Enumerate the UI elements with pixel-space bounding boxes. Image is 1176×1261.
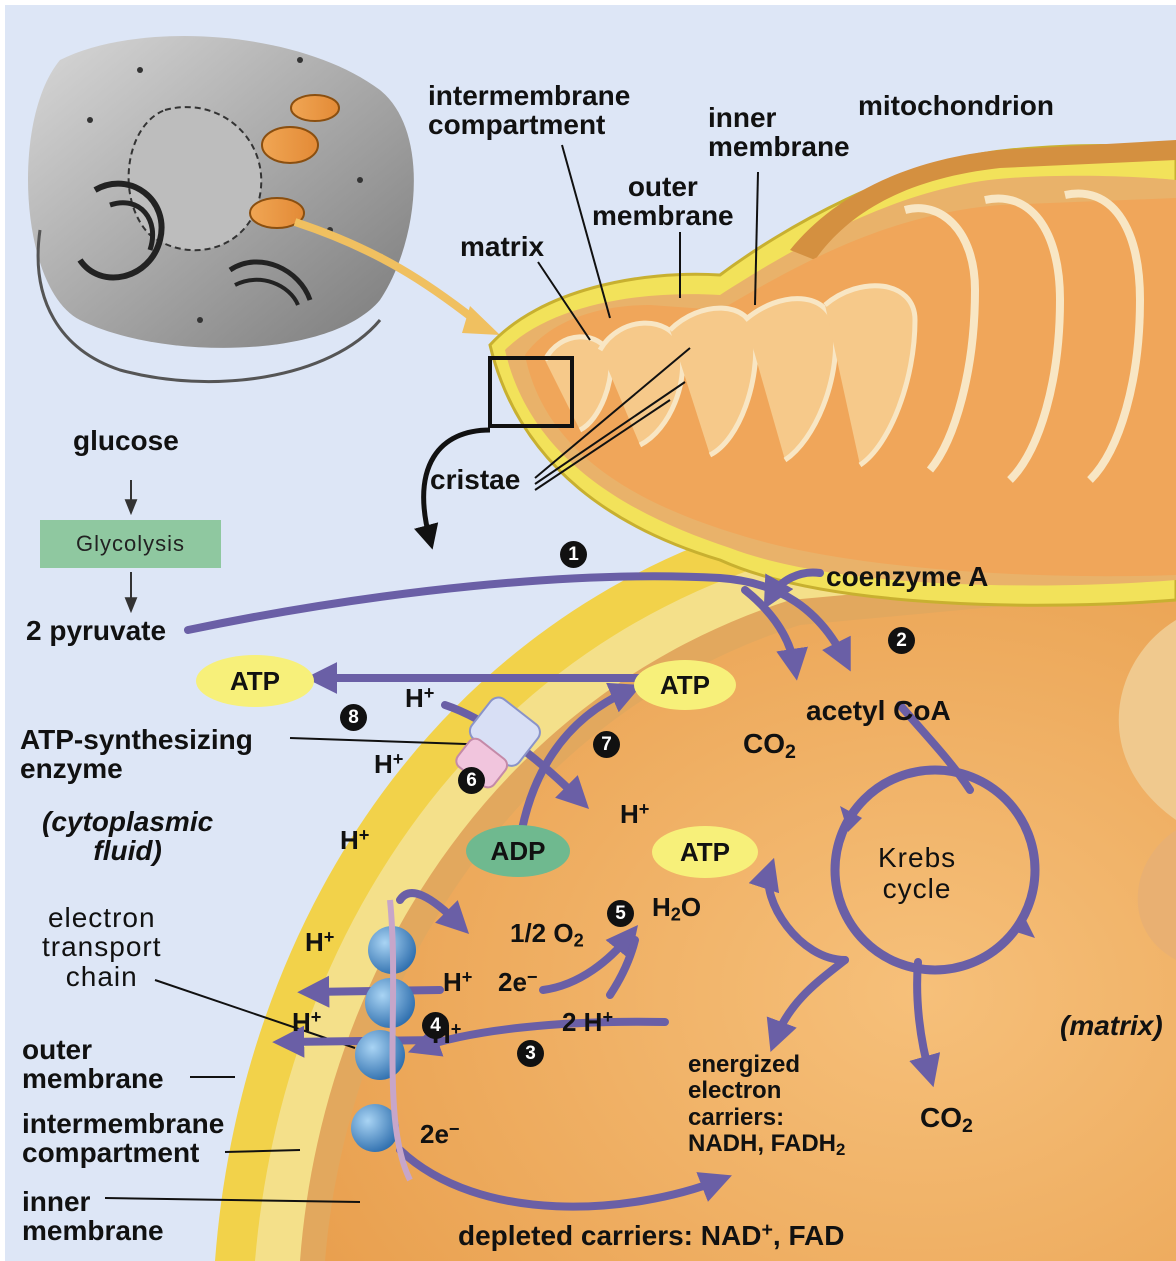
label-depleted-carriers: depleted carriers: NAD+, FAD	[458, 1220, 844, 1250]
step-1-marker: 1	[560, 541, 587, 568]
step-4-marker: 4	[422, 1012, 449, 1039]
label-2e-lower: 2e−	[420, 1120, 460, 1148]
label-mitochondrion: mitochondrion	[858, 92, 1054, 121]
label-krebs-cycle: Krebs cycle	[878, 843, 956, 905]
label-cytoplasmic-fluid: (cytoplasmic fluid)	[42, 808, 213, 865]
label-h-plus-etc-1: H+	[305, 928, 334, 956]
step-2-marker: 2	[888, 627, 915, 654]
label-half-o2: 1/2 O2	[510, 920, 584, 950]
label-matrix-right: (matrix)	[1060, 1012, 1163, 1041]
label-electron-transport-chain: electron transport chain	[42, 903, 162, 991]
label-2-h-plus: 2 H+	[562, 1008, 613, 1036]
label-outer-membrane-bottom: outer membrane	[22, 1036, 164, 1093]
label-h-plus-etc-2: H+	[443, 968, 472, 996]
label-intermembrane-compartment-top: intermembrane compartment	[428, 82, 630, 139]
label-cristae: cristae	[430, 466, 520, 495]
label-2-pyruvate: 2 pyruvate	[26, 617, 166, 646]
label-h2o: H2O	[652, 894, 701, 924]
step-7-marker: 7	[593, 731, 620, 758]
step-3-marker: 3	[517, 1040, 544, 1067]
label-h-plus-etc-3: H+	[292, 1008, 321, 1036]
label-h-plus-intermembrane: H+	[340, 826, 369, 854]
label-h-plus-matrix: H+	[620, 800, 649, 828]
label-outer-membrane-top: outer membrane	[592, 173, 734, 230]
label-atp-synthesizing-enzyme: ATP-synthesizing enzyme	[20, 726, 253, 783]
label-matrix-top: matrix	[460, 233, 544, 262]
label-glucose: glucose	[73, 427, 179, 456]
atp-pill-synthase: ATP	[634, 660, 736, 710]
label-co2-acetyl: CO2	[743, 730, 796, 762]
label-intermembrane-compartment-bottom: intermembrane compartment	[22, 1110, 224, 1167]
glycolysis-box: Glycolysis	[40, 520, 221, 568]
step-6-marker: 6	[458, 767, 485, 794]
label-2e-upper: 2e−	[498, 968, 538, 996]
step-8-marker: 8	[340, 704, 367, 731]
label-co2-krebs: CO2	[920, 1104, 973, 1136]
label-h-plus-synthase-mid: H+	[374, 750, 403, 778]
label-inner-membrane-bottom: inner membrane	[22, 1188, 164, 1245]
label-h-plus-synthase-top: H+	[405, 684, 434, 712]
atp-pill-krebs: ATP	[652, 826, 758, 878]
label-inner-membrane-top: inner membrane	[708, 104, 850, 161]
label-energized-carriers: energized electron carriers: NADH, FADH2	[688, 1052, 845, 1160]
adp-pill: ADP	[466, 825, 570, 877]
label-coenzyme-a: coenzyme A	[826, 563, 988, 592]
label-acetyl-coa: acetyl CoA	[806, 697, 951, 726]
atp-pill-outside: ATP	[196, 655, 314, 707]
step-5-marker: 5	[607, 900, 634, 927]
